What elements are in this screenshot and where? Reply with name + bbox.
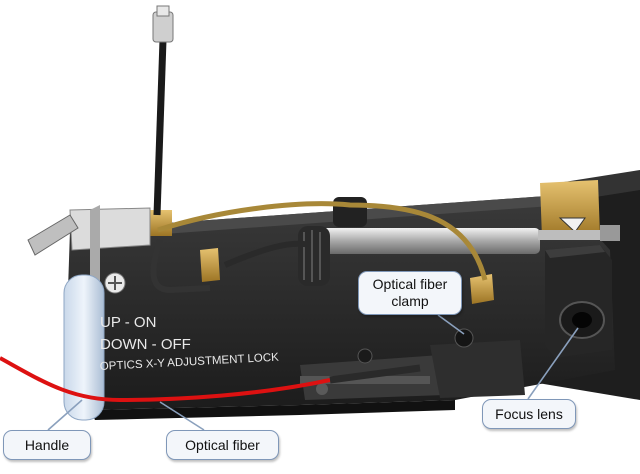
callout-optical-fiber-clamp: Optical fiber clamp: [358, 271, 462, 315]
handle: [63, 274, 105, 421]
callout-optical-fiber: Optical fiber: [166, 430, 279, 460]
callout-leaders: [47, 314, 579, 431]
brass-block: [540, 180, 600, 238]
callout-focus-lens: Focus lens: [482, 399, 576, 429]
left-bracket: [27, 205, 151, 294]
knurled-knob: [298, 226, 330, 286]
antenna-post: [152, 5, 174, 216]
adjustment-rod: [310, 225, 620, 254]
optical-fiber: [0, 356, 421, 403]
callout-clamp-line2: clamp: [391, 293, 429, 309]
focus-lens-mount: [545, 245, 612, 358]
callout-handle: Handle: [3, 430, 91, 460]
plate-text-up-on: UP - ON: [100, 314, 156, 331]
cables: [150, 201, 488, 294]
callout-clamp-line1: Optical fiber: [372, 276, 448, 292]
plate-text-down-off: DOWN - OFF: [100, 336, 191, 353]
